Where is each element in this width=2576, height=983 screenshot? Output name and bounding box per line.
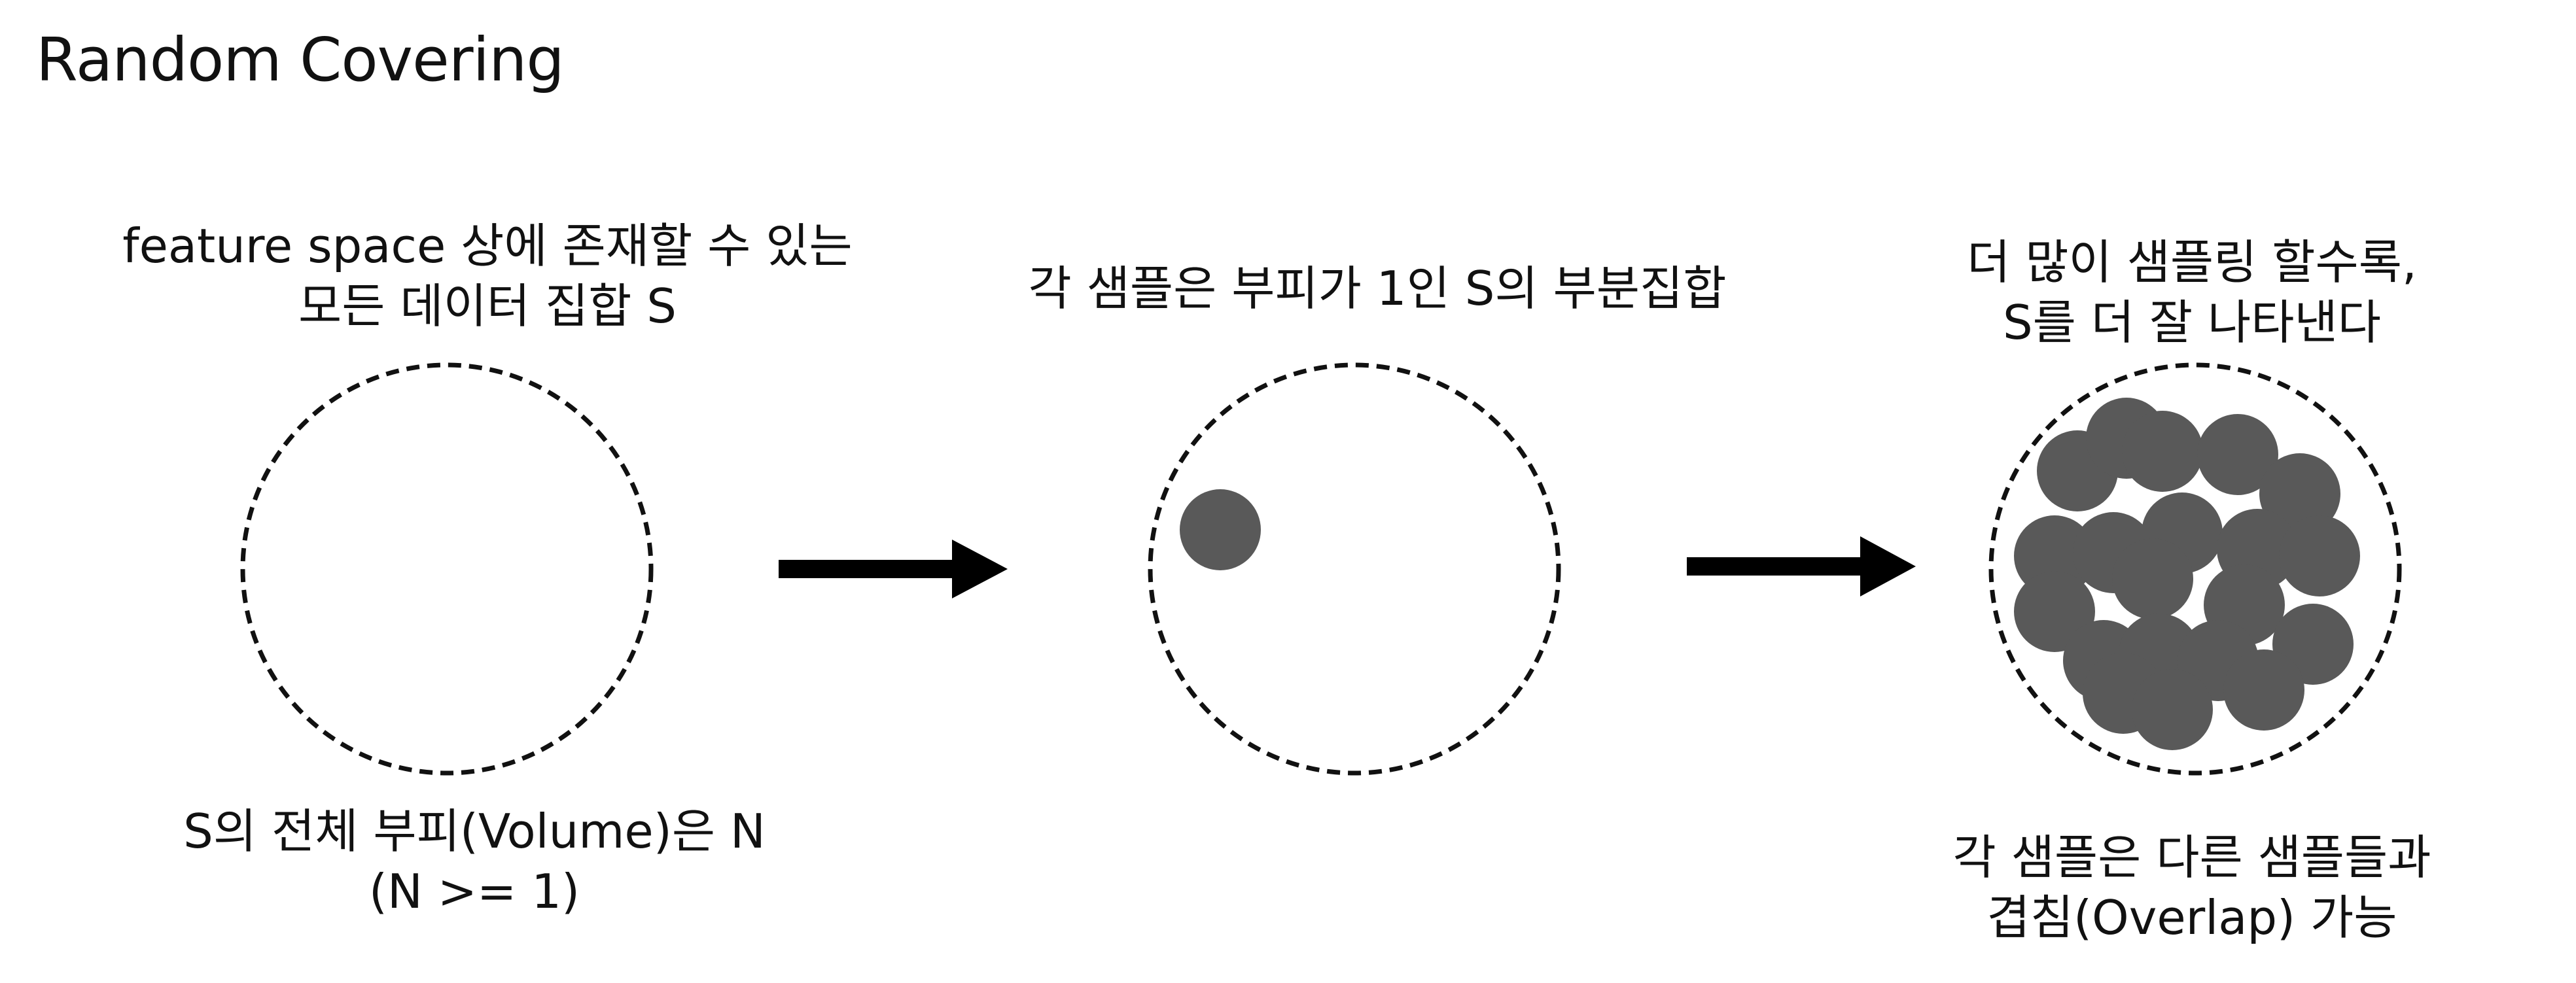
sample-circle [2014, 515, 2095, 596]
panel-3-bottom-caption-line-2: 겹침(Overlap) 가능 [1986, 890, 2397, 945]
panel-3-top-caption-line-1: 더 많이 샘플링 할수록, [1967, 235, 2417, 290]
sample-circle [2279, 515, 2360, 596]
panel-2-top-caption-line-1: 각 샘플은 부피가 1인 S의 부분집합 [1028, 261, 1727, 316]
sample-circle [2014, 571, 2095, 652]
panel-1-top-caption-line-1: feature space 상에 존재할 수 있는 [122, 218, 853, 273]
arrow-right-icon [1687, 536, 1916, 596]
page-title: Random Covering [36, 25, 565, 95]
sample-circle [2223, 649, 2304, 731]
sample-circle [2197, 414, 2278, 495]
sample-circle [2259, 453, 2340, 534]
sample-circle [2132, 669, 2213, 750]
panel-3-bottom-caption-line-1: 각 샘플은 다른 샘플들과 [1952, 830, 2431, 885]
panel-1-top-caption-line-2: 모든 데이터 집합 S [298, 279, 677, 334]
sample-circle [2112, 538, 2193, 619]
panel-1-bottom-caption-line-2: (N >= 1) [368, 864, 580, 919]
panel-1-bottom-caption: S의 전체 부피(Volume)은 N (N >= 1) [183, 801, 766, 922]
arrow-right-icon [779, 540, 1008, 598]
panel-1-top-caption: feature space 상에 존재할 수 있는 모든 데이터 집합 S [122, 216, 853, 336]
panel-3-bottom-caption: 각 샘플은 다른 샘플들과 겹침(Overlap) 가능 [1952, 827, 2431, 948]
panel-1-bottom-caption-line-1: S의 전체 부피(Volume)은 N [183, 804, 766, 859]
sample-cluster [2014, 398, 2360, 750]
sample-circle [1180, 489, 1261, 570]
panel-3-top-caption-line-2: S를 더 잘 나타낸다 [2002, 295, 2382, 350]
panel-2-top-caption: 각 샘플은 부피가 1인 S의 부분집합 [1028, 258, 1726, 319]
sample-circle [2122, 411, 2203, 492]
set-s-boundary-2 [1148, 362, 1561, 776]
panel-3-top-caption: 더 많이 샘플링 할수록, S를 더 잘 나타낸다 [1967, 232, 2417, 353]
set-s-boundary-3 [1988, 362, 2402, 776]
set-s-boundary-1 [240, 362, 654, 776]
